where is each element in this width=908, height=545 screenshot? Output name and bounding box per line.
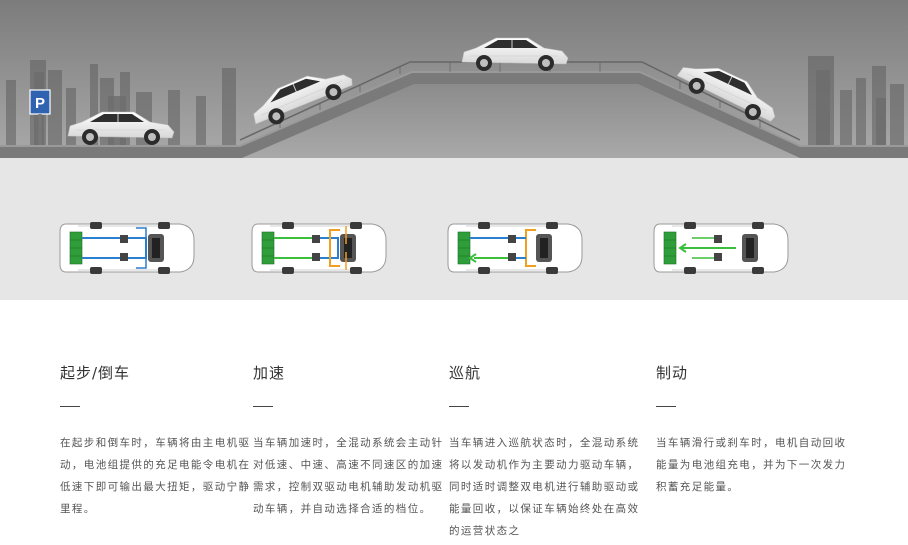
mode-title: 制动 (656, 364, 689, 382)
mode-title: 加速 (253, 364, 286, 382)
mode-title: 起步/倒车 (60, 364, 131, 382)
title-divider (60, 406, 80, 407)
mode-column-brake: 制动 当车辆滑行或刹车时，电机自动回收能量为电池组充电，并为下一次发力积蓄充足能… (656, 300, 846, 545)
mode-description: 当车辆滑行或刹车时，电机自动回收能量为电池组充电，并为下一次发力积蓄充足能量。 (656, 437, 847, 493)
mode-description: 当车辆进入巡航状态时，全混动系统将以发动机作为主要动力驱动车辆，同时适时调整双电… (449, 437, 640, 537)
hybrid-driving-illustration: P (0, 0, 908, 300)
title-divider (253, 406, 273, 407)
chassis-diagram-icon-cruise (447, 221, 583, 275)
chassis-diagram-icon-accelerate (251, 221, 387, 275)
mode-title: 巡航 (449, 364, 482, 382)
mode-description: 在起步和倒车时，车辆将由主电机驱动，电池组提供的充足电能令电机在低速下即可输出最… (60, 437, 251, 515)
title-divider (656, 406, 676, 407)
parking-sign-letter: P (35, 95, 45, 112)
driving-scene: P (0, 0, 908, 275)
title-divider (449, 406, 469, 407)
mode-column-start: 起步/倒车 在起步和倒车时，车辆将由主电机驱动，电池组提供的充足电能令电机在低速… (60, 300, 250, 545)
mode-column-cruise: 巡航 当车辆进入巡航状态时，全混动系统将以发动机作为主要动力驱动车辆，同时适时调… (449, 300, 639, 545)
chassis-diagram-icon-brake (653, 221, 789, 275)
mode-column-accelerate: 加速 当车辆加速时，全混动系统会主动针对低速、中速、高速不同速区的加速需求，控制… (253, 300, 443, 545)
road-ramp (0, 72, 908, 158)
chassis-diagram-icon-start (59, 221, 195, 275)
mode-description: 当车辆加速时，全混动系统会主动针对低速、中速、高速不同速区的加速需求，控制双驱动… (253, 437, 444, 515)
